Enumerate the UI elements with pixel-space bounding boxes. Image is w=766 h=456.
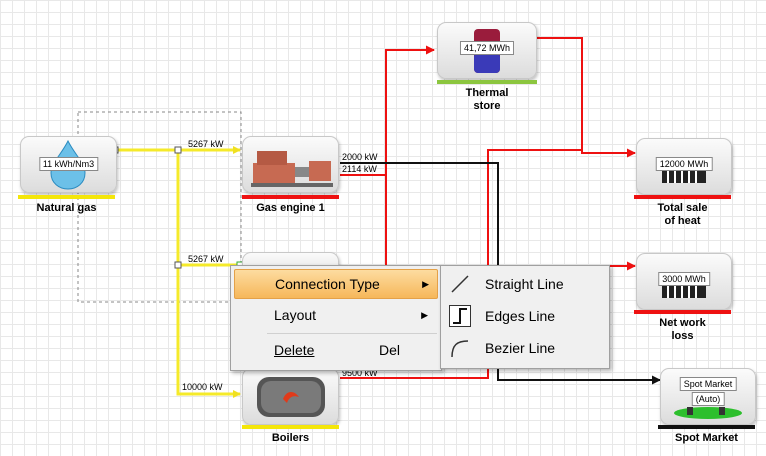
layout-label: Layout xyxy=(274,307,317,323)
thermal-store-label: Thermal store xyxy=(437,87,537,113)
boiler-icon xyxy=(257,377,325,417)
flow-label-engine-heat: 2114 kW xyxy=(342,164,377,174)
natural-gas-label: Natural gas xyxy=(36,202,97,214)
bezier-line-label: Bezier Line xyxy=(485,340,556,356)
submenu-item-edges[interactable]: Edges Line xyxy=(441,300,609,332)
menu-item-layout[interactable]: Layout ▶ xyxy=(234,301,436,329)
thermal-store-label-line2: store xyxy=(473,100,501,112)
total-sale-value: 12000 MWh xyxy=(655,157,713,171)
net-loss-label-line1: Net work xyxy=(659,317,706,329)
selection-box xyxy=(77,111,242,303)
flow-label-gas-boilers: 10000 kW xyxy=(182,382,223,392)
spot-market-node[interactable]: Spot Market (Auto) xyxy=(660,368,756,425)
engine-icon xyxy=(251,151,333,187)
boilers-label: Boilers xyxy=(271,432,310,444)
boilers-heat-wire[interactable] xyxy=(340,367,489,379)
natural-gas-bar xyxy=(18,195,115,199)
submenu-arrow-icon: ▶ xyxy=(421,310,428,320)
delete-label: Delete xyxy=(274,342,315,358)
radiator-icon xyxy=(662,284,706,298)
total-sale-node[interactable]: 12000 MWh xyxy=(636,138,732,195)
connection-type-submenu: Straight Line Edges Line Bezier Line xyxy=(440,265,610,369)
submenu-arrow-icon: ▶ xyxy=(422,279,429,289)
radiator-icon xyxy=(662,169,706,183)
natural-gas-value: 11 kWh/Nm3 xyxy=(38,157,99,171)
spot-market-value-line1: Spot Market xyxy=(679,377,737,391)
total-sale-label: Total sale of heat xyxy=(634,202,731,228)
spot-market-bar xyxy=(658,425,755,429)
menu-separator xyxy=(267,333,437,334)
market-icon xyxy=(674,407,742,419)
net-loss-label-line2: loss xyxy=(671,330,694,342)
gas-to-boilers-wire[interactable] xyxy=(115,148,241,398)
total-sale-label-line2: of heat xyxy=(664,215,701,227)
red-branch-wire[interactable] xyxy=(487,149,582,265)
straight-line-icon xyxy=(451,275,469,293)
menu-item-delete[interactable]: Delete Del xyxy=(234,336,436,364)
bezier-line-icon xyxy=(451,340,469,358)
menu-item-connection-type[interactable]: Connection Type ▶ xyxy=(234,269,438,299)
engine-power-wire[interactable] xyxy=(340,162,499,265)
boilers-node[interactable] xyxy=(242,368,339,425)
edges-line-icon xyxy=(449,305,471,327)
flow-label-boilers-heat: 9500 kW xyxy=(342,368,378,378)
spot-market-value-line2: (Auto) xyxy=(691,392,725,406)
engine-to-thermal-wire[interactable] xyxy=(340,45,435,176)
straight-line-label: Straight Line xyxy=(485,276,564,292)
natural-gas-node[interactable]: 11 kWh/Nm3 xyxy=(20,136,117,193)
submenu-item-bezier[interactable]: Bezier Line xyxy=(441,332,609,364)
thermal-store-bar xyxy=(437,80,537,84)
submenu-item-straight[interactable]: Straight Line xyxy=(441,268,609,300)
net-loss-bar xyxy=(634,310,731,314)
flow-label-gas-engine: 5267 kW xyxy=(188,139,224,149)
context-menu: Connection Type ▶ Layout ▶ Delete Del xyxy=(230,265,442,371)
gas-engine-bar xyxy=(242,195,339,199)
total-sale-label-line1: Total sale xyxy=(657,202,708,214)
delete-shortcut: Del xyxy=(378,342,400,358)
thermal-store-label-line1: Thermal xyxy=(465,87,509,99)
gas-engine-node[interactable] xyxy=(242,136,339,193)
net-loss-node[interactable]: 3000 MWh xyxy=(636,253,732,310)
connection-type-label: Connection Type xyxy=(275,276,380,292)
flow-label-engine-power: 2000 kW xyxy=(342,152,378,162)
thermal-store-value: 41,72 MWh xyxy=(459,41,515,55)
power-to-spot-wire[interactable] xyxy=(497,367,661,385)
edges-line-label: Edges Line xyxy=(485,308,556,324)
total-sale-bar xyxy=(634,195,731,199)
net-loss-value: 3000 MWh xyxy=(658,272,710,286)
boilers-bar xyxy=(242,425,339,429)
spot-market-label: Spot Market xyxy=(675,432,738,444)
thermal-to-sale-wire[interactable] xyxy=(536,37,636,158)
net-loss-label: Net work loss xyxy=(634,317,731,343)
gas-engine-label: Gas engine 1 xyxy=(256,202,325,214)
flow-label-gas-second: 5267 kW xyxy=(188,254,224,264)
thermal-store-node[interactable]: 41,72 MWh xyxy=(437,22,537,79)
